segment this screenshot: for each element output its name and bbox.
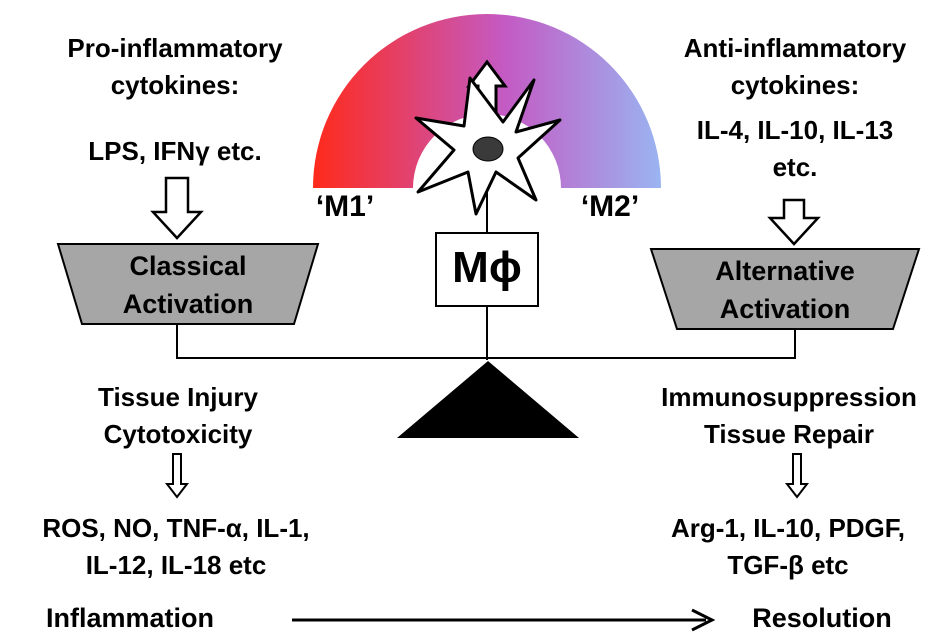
cytotoxicity-label: Cytotoxicity	[103, 419, 253, 449]
m1-label: ‘M1’	[315, 190, 375, 223]
tissue-repair-label: Tissue Repair	[703, 419, 875, 449]
classical-activation-label-line2: Activation	[122, 289, 254, 319]
fulcrum-triangle	[397, 361, 579, 438]
pro-inflammatory-products-line2: IL-12, IL-18 etc	[85, 550, 267, 580]
pro-inflammatory-heading-line2: cytokines:	[110, 70, 240, 100]
macrophage-box	[435, 232, 539, 307]
progression-arrow-head-icon	[691, 608, 716, 632]
inflammation-label: Inflammation	[45, 603, 214, 633]
immunosuppression-label: Immunosuppression	[661, 382, 917, 412]
pro-inflammatory-stimuli: LPS, IFNγ etc.	[88, 136, 262, 166]
m2-label: ‘M2’	[580, 190, 640, 223]
anti-inflammatory-heading-line2: cytokines:	[730, 70, 860, 100]
anti-inflammatory-products-line2: TGF-β etc	[727, 550, 849, 580]
tissue-injury-label: Tissue Injury	[98, 382, 258, 412]
pro-inflammatory-products: ROS, NO, TNF-α, IL-1,	[42, 513, 310, 543]
right-small-down-arrow-icon	[784, 453, 810, 499]
left-down-arrow-icon	[150, 176, 204, 240]
classical-activation-box	[56, 243, 320, 325]
anti-inflammatory-stimuli: IL-4, IL-10, IL-13	[696, 115, 894, 145]
resolution-label: Resolution	[752, 603, 892, 633]
left-small-down-arrow-icon	[164, 453, 190, 499]
alternative-activation-box	[649, 248, 921, 330]
macrophage-label: Mϕ	[452, 243, 522, 292]
classical-activation-label: Classical	[129, 251, 247, 281]
pro-inflammatory-heading: Pro-inflammatory	[67, 33, 283, 63]
cell-nucleus-icon	[472, 136, 504, 162]
anti-inflammatory-products: Arg-1, IL-10, PDGF,	[670, 513, 906, 543]
anti-inflammatory-heading: Anti-inflammatory	[683, 33, 907, 63]
alternative-activation-label: Alternative	[715, 256, 855, 286]
alternative-activation-label-line2: Activation	[719, 294, 851, 324]
anti-inflammatory-stimuli-line2: etc.	[772, 152, 818, 182]
right-down-arrow-icon	[767, 198, 821, 246]
